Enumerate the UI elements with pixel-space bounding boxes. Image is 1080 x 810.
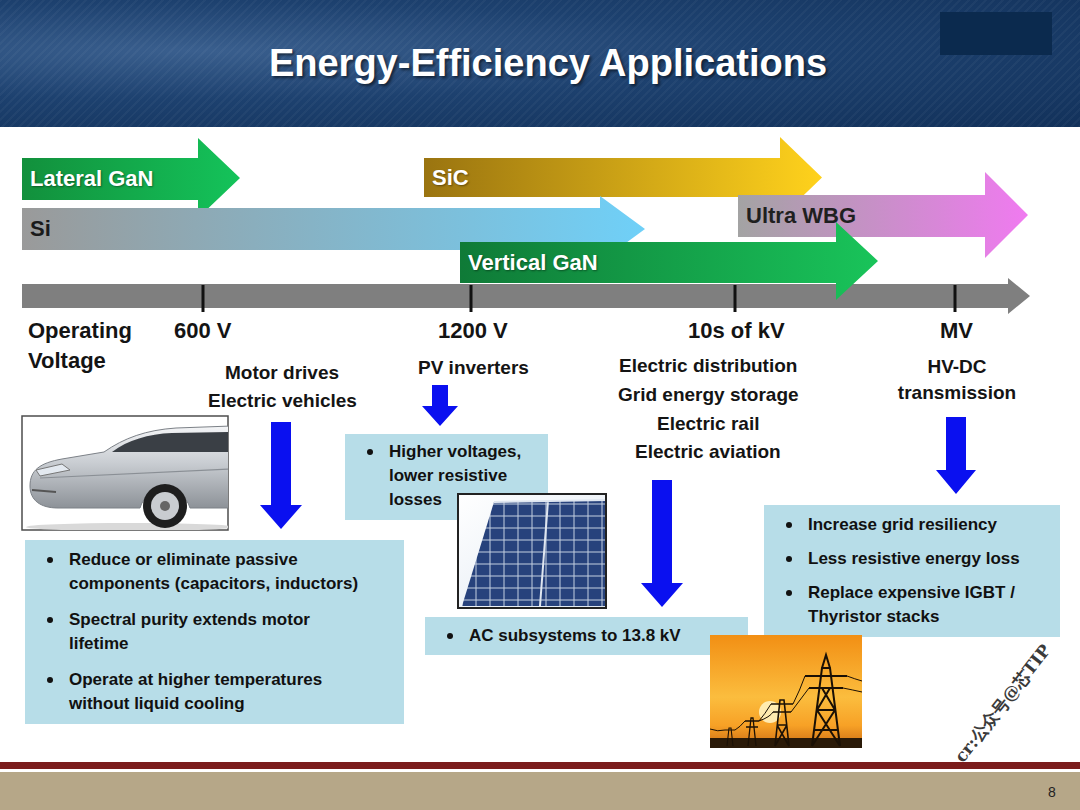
bullet-box: Reduce or eliminate passive components (… [25, 540, 404, 724]
technology-label: Vertical GaN [468, 242, 598, 283]
bullet-item: Operate at higher temperatures without l… [39, 668, 364, 716]
panel-frame-line [494, 500, 606, 606]
voltage-tick-label: 10s of kV [688, 317, 785, 345]
photo-frame [458, 494, 606, 608]
bullet-box: Higher voltages, lower resistive losses [345, 434, 548, 520]
power-lines-photo [710, 635, 862, 748]
voltage-tick-label: 1200 V [438, 317, 508, 345]
arrow-body [460, 222, 878, 300]
bullet-item: Replace expensive IGBT / Thyristor stack… [778, 581, 1050, 629]
axis-tick [954, 285, 957, 312]
technology-label: Ultra WBG [746, 195, 856, 237]
technology-label: Si [30, 208, 51, 250]
application-label: PV inverters [418, 356, 529, 380]
pylon [745, 718, 759, 746]
axis-tick [470, 285, 473, 312]
axis-tick [734, 285, 737, 312]
bullet-dot [367, 449, 373, 455]
solar-panel-photo [458, 494, 606, 608]
watermark: cr:公众号@芯TIP [950, 640, 1055, 766]
bullet-dot [447, 633, 453, 639]
bullet-item: Increase grid resiliency [778, 513, 1050, 537]
application-label: Electric distribution [619, 354, 797, 378]
application-label: Motor drives [225, 361, 339, 385]
technology-arrow: Lateral GaN [22, 138, 240, 218]
blue-down-arrow [422, 385, 458, 426]
car-drawing [26, 426, 228, 530]
axis-tick [202, 285, 205, 312]
bullet-item: Reduce or eliminate passive components (… [39, 548, 364, 596]
header-corner-box [940, 12, 1052, 55]
pylon [771, 700, 793, 746]
solar-panel [462, 500, 606, 606]
application-label: Electric rail [657, 412, 759, 436]
voltage-tick-label: 600 V [174, 317, 232, 345]
power-wire [710, 676, 862, 731]
bullet-dot [786, 522, 792, 528]
bullet-text: Spectral purity extends motor lifetime [69, 608, 364, 656]
voltage-axis [22, 278, 1030, 314]
car-shadow [26, 523, 228, 530]
technology-label: Lateral GaN [30, 158, 154, 200]
bullet-item: AC subsystems to 13.8 kV [439, 624, 738, 648]
car-headlight [36, 464, 70, 476]
bullet-dot [47, 677, 53, 683]
car-tyre [143, 484, 187, 528]
bullet-item: Higher voltages, lower resistive losses [359, 440, 540, 512]
bullet-text: Replace expensive IGBT / Thyristor stack… [808, 581, 1050, 629]
bullet-dot [786, 590, 792, 596]
bullet-text: Operate at higher temperatures without l… [69, 668, 364, 716]
bullet-text: Reduce or eliminate passive components (… [69, 548, 364, 596]
car-rim [151, 492, 179, 520]
bullet-box: AC subsystems to 13.8 kV [425, 617, 748, 655]
car-photo [22, 416, 234, 531]
bullet-item: Less resistive energy loss [778, 547, 1050, 571]
application-label: HV-DC transmission [887, 354, 1027, 406]
header-band: Energy-Efficiency Applications [0, 0, 1080, 127]
application-label: Electric aviation [635, 440, 781, 464]
bullet-text: Increase grid resiliency [808, 513, 1050, 537]
arrow-body [22, 138, 240, 218]
slide-title: Energy-Efficiency Applications [0, 40, 1080, 86]
footer-stripe [0, 762, 1080, 769]
solar-panel-drawing [462, 500, 606, 606]
bullet-text: AC subsystems to 13.8 kV [469, 624, 738, 648]
car-body [30, 426, 228, 508]
footer-band [0, 772, 1080, 810]
bullet-dot [47, 617, 53, 623]
blue-down-arrow [936, 417, 976, 494]
blue-down-arrow [641, 480, 683, 607]
application-label: Electric vehicles [208, 389, 357, 413]
pylon [805, 655, 847, 746]
voltage-tick-label: MV [940, 317, 973, 345]
pylon [725, 728, 735, 746]
car-grille [32, 490, 56, 492]
car-window [112, 432, 228, 452]
sunset-sky [710, 635, 862, 748]
application-label: Grid energy storage [618, 383, 799, 407]
bullet-text: Less resistive energy loss [808, 547, 1050, 571]
bullet-dot [786, 556, 792, 562]
technology-label: SiC [432, 158, 469, 197]
blue-down-arrow [260, 422, 302, 529]
page-number: 8 [1048, 783, 1056, 801]
axis-title: Operating Voltage [28, 316, 148, 376]
bullet-item: Spectral purity extends motor lifetime [39, 608, 364, 656]
bullet-box: Increase grid resiliencyLess resistive e… [764, 505, 1060, 637]
photo-frame [458, 494, 606, 608]
bullet-dot [47, 557, 53, 563]
technology-arrow: Vertical GaN [460, 222, 878, 300]
car-hub [160, 501, 170, 511]
power-lines-drawing [710, 635, 862, 748]
bullet-text: Higher voltages, lower resistive losses [389, 440, 540, 512]
